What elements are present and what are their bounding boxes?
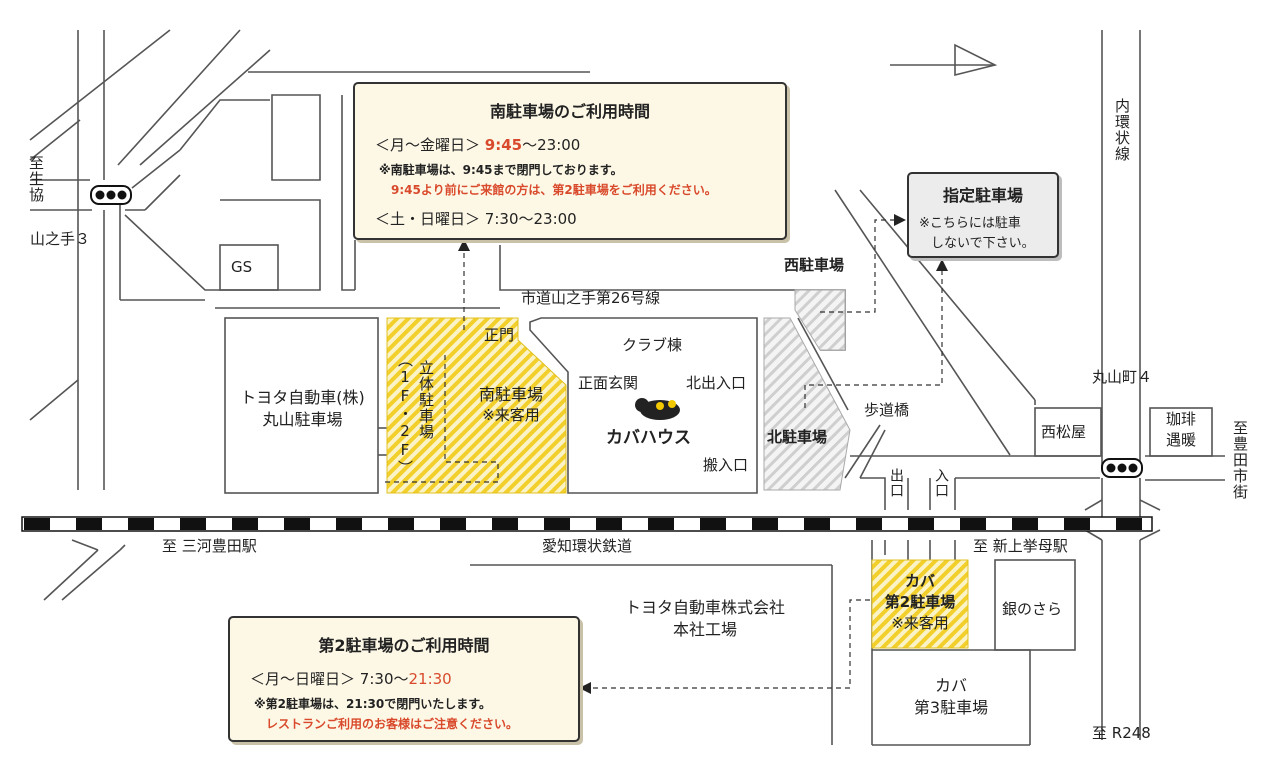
railway-dash (1012, 518, 1038, 530)
railway-dash (804, 518, 830, 530)
label-club-building: クラブ棟 (622, 336, 683, 354)
south-weekday-close: ～23:00 (522, 136, 581, 154)
railway-dash (232, 518, 258, 530)
designated-parking-note-2: しないで下さい。 (931, 235, 1035, 251)
label-toyota-parking-1: トヨタ自動車(株) (240, 388, 365, 407)
railway-dash (284, 518, 310, 530)
label-west-parking: 西駐車場 (784, 256, 845, 274)
label-toyota-hq-2: 本社工場 (672, 620, 737, 639)
label-inner-ring-road: 内環状線 (1113, 98, 1131, 162)
railway-dash (128, 518, 154, 530)
label-city-road: 市道山之手第26号線 (521, 289, 661, 307)
railway-dash (856, 518, 882, 530)
second-parking-note-1: ※第2駐車場は、21:30で閉門いたします。 (254, 697, 492, 711)
label-exit: 出口 (888, 468, 904, 498)
label-third-parking-1: カバ (934, 676, 967, 695)
label-aichi-loop-railway: 愛知環状鉄道 (542, 537, 633, 555)
label-entrance: 入口 (933, 468, 949, 498)
road-lines (29, 29, 1225, 746)
label-yamanote3: 山之手３ (30, 230, 91, 248)
south-weekend-hours: 7:30～23:00 (484, 210, 577, 228)
label-footbridge: 歩道橋 (864, 401, 910, 419)
label-third-parking-2: 第3駐車場 (913, 698, 989, 717)
railway-dash (336, 518, 362, 530)
label-second-parking-2: 第2駐車場 (884, 593, 956, 611)
north-parking-area (763, 317, 851, 491)
railway-dash (700, 518, 726, 530)
railway-dash (1064, 518, 1090, 530)
label-south-parking-2: ※来客用 (482, 406, 540, 424)
railway-dash (440, 518, 466, 530)
railway-dash (180, 518, 206, 530)
label-multistory-parking: 立体駐車場 (417, 360, 435, 440)
south-parking-note-2: 9:45より前にご来館の方は、第2駐車場をご利用ください。 (391, 183, 717, 197)
label-coffee-2: 遇暖 (1165, 431, 1196, 449)
south-weekend-label: ＜土・日曜日＞ (375, 210, 481, 228)
railway-dash (388, 518, 414, 530)
south-weekday-open: 9:45 (484, 136, 523, 154)
hippo-logo-icon (635, 398, 680, 420)
label-north-entrance: 北出入口 (686, 374, 747, 392)
label-maruyamacho4: 丸山町４ (1092, 368, 1153, 386)
label-gs: GS (231, 258, 253, 276)
west-parking-area (794, 289, 846, 351)
label-to-r248: 至 R248 (1092, 724, 1151, 742)
designated-parking-box: 指定駐車場 ※こちらには駐車 しないで下さい。 (907, 172, 1059, 258)
label-north-parking: 北駐車場 (767, 428, 828, 446)
label-restaurant-name: カバハウス (606, 428, 691, 448)
railway-dash (648, 518, 674, 530)
label-to-seikyo: 至生協 (27, 155, 45, 203)
railway-dash (752, 518, 778, 530)
railway-dash (908, 518, 934, 530)
second-close-time: 21:30 (408, 670, 452, 688)
route-lines (385, 214, 948, 694)
label-to-mikawa-toyota: 至 三河豊田駅 (162, 537, 257, 555)
label-main-gate: 正門 (484, 326, 515, 344)
label-multistory-floors: （1F・2F） (396, 352, 414, 476)
south-parking-note-1: ※南駐車場は、9:45まで閉門しております。 (379, 163, 623, 177)
footbridge-lines (797, 317, 886, 479)
label-nishimatsuya: 西松屋 (1041, 423, 1087, 441)
designated-parking-note-1: ※こちらには駐車 (919, 216, 1021, 231)
label-loading-entrance: 搬入口 (703, 456, 749, 474)
south-weekday-label: ＜月～金曜日＞ (375, 136, 481, 154)
label-toyota-parking-2: 丸山駐車場 (262, 410, 343, 429)
south-parking-hours-box: 南駐車場のご利用時間 ＜月～金曜日＞ 9:45～23:00 ※南駐車場は、9:4… (353, 82, 787, 240)
second-parking-days-row: ＜月～日曜日＞ 7:30～21:30 (250, 668, 562, 689)
railway-dash (76, 518, 102, 530)
second-parking-area (871, 559, 969, 649)
second-parking-note-2: レストランご利用のお客様はご注意ください。 (266, 717, 519, 731)
label-second-parking-1: カバ (904, 572, 935, 590)
traffic-light-maruyamacho4 (1101, 458, 1143, 478)
south-parking-weekend-row: ＜土・日曜日＞ 7:30～23:00 (375, 208, 769, 229)
label-second-parking-3: ※来客用 (891, 614, 949, 632)
railway-dash (596, 518, 622, 530)
label-coffee-1: 珈琲 (1165, 410, 1196, 428)
second-open-time: 7:30～ (359, 670, 409, 688)
second-days-label: ＜月～日曜日＞ (250, 670, 356, 688)
label-front-entrance: 正面玄関 (578, 374, 639, 392)
label-gin-no-sara: 銀のさら (1002, 600, 1063, 618)
railway-dash (492, 518, 518, 530)
label-to-shinuwagoromo: 至 新上挙母駅 (973, 537, 1068, 555)
label-to-toyotashi: 至豊田市街 (1231, 420, 1249, 500)
second-parking-hours-box: 第2駐車場のご利用時間 ＜月～日曜日＞ 7:30～21:30 ※第2駐車場は、2… (228, 616, 580, 742)
railway-dash (24, 518, 50, 530)
railway-dash (1116, 518, 1142, 530)
south-parking-hours-title: 南駐車場のご利用時間 (489, 102, 650, 121)
south-parking-weekday-row: ＜月～金曜日＞ 9:45～23:00 (375, 134, 769, 155)
traffic-light-yamanote3 (90, 185, 132, 205)
label-toyota-hq-1: トヨタ自動車株式会社 (624, 598, 785, 617)
designated-parking-title: 指定駐車場 (942, 186, 1023, 205)
railway-dash (544, 518, 570, 530)
railway-dash (960, 518, 986, 530)
label-south-parking-1: 南駐車場 (478, 385, 543, 404)
second-parking-hours-title: 第2駐車場のご利用時間 (318, 636, 490, 655)
railway-dashes (24, 518, 1142, 530)
south-parking-area (386, 317, 567, 494)
